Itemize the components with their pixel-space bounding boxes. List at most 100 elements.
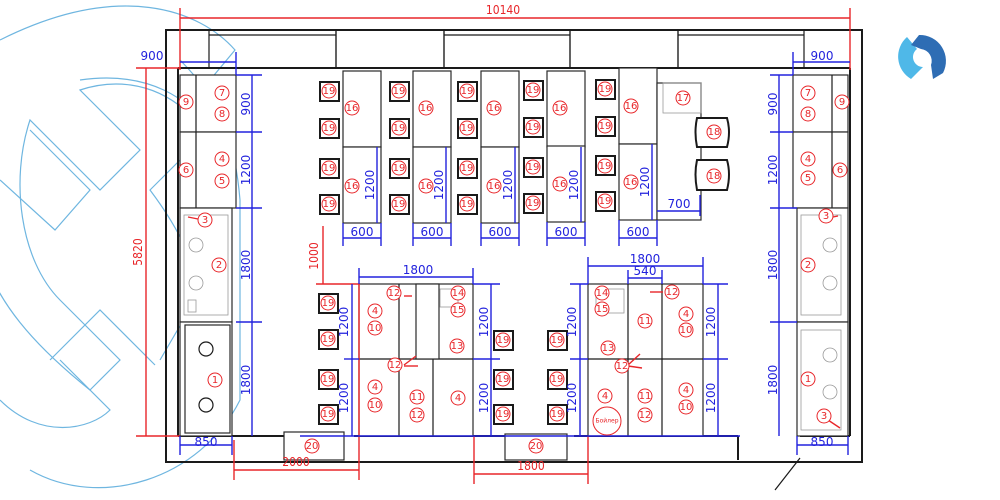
marker-circle <box>597 81 613 97</box>
dim-left-bottom-850: 850 <box>195 435 218 449</box>
marker-circle <box>706 168 722 184</box>
marker-number: 11 <box>639 316 652 327</box>
dim-right-1800-a: 1800 <box>766 250 780 281</box>
marker-circle <box>486 100 502 116</box>
marker-number: 19 <box>461 163 474 174</box>
marker-circle <box>304 438 320 454</box>
marker-circle <box>525 119 541 135</box>
door-leaf <box>774 457 801 491</box>
marker-7: 7 <box>800 85 816 101</box>
marker-number: 19 <box>551 374 564 385</box>
dim-right-island-1800: 1800 <box>630 252 661 266</box>
marker-16: 16 <box>552 100 568 116</box>
dim-island-row-1200: 1200 <box>337 307 351 338</box>
marker-circle <box>800 371 816 387</box>
dim-table-600: 600 <box>351 225 374 239</box>
marker-number: 2 <box>805 260 811 271</box>
marker-circle <box>549 332 565 348</box>
marker-number: 19 <box>527 198 540 209</box>
marker-19: 19 <box>525 159 541 175</box>
marker-circle <box>818 208 834 224</box>
marker-circle <box>678 322 694 338</box>
dim-table-1200: 1200 <box>432 170 446 201</box>
marker-circle <box>495 332 511 348</box>
marker-11: 11 <box>409 389 425 405</box>
marker-number: 19 <box>497 409 510 420</box>
marker-circle <box>449 338 465 354</box>
marker-circle <box>450 302 466 318</box>
marker-number: 12 <box>389 360 402 371</box>
marker-circle <box>800 85 816 101</box>
marker-3: 3 <box>816 408 832 424</box>
marker-number: 19 <box>323 199 336 210</box>
marker-19: 19 <box>321 120 337 136</box>
boiler: Бойлер <box>592 406 622 436</box>
marker-20: 20 <box>304 438 320 454</box>
marker-number: 4 <box>372 306 378 317</box>
marker-circle <box>214 173 230 189</box>
marker-circle <box>391 120 407 136</box>
marker-circle <box>549 406 565 422</box>
dim-table-1200: 1200 <box>363 170 377 201</box>
marker-circle <box>597 158 613 174</box>
marker-19: 19 <box>597 118 613 134</box>
marker-circle <box>387 357 403 373</box>
marker-number: 15 <box>596 304 609 315</box>
marker-number: 11 <box>411 392 424 403</box>
marker-circle <box>321 160 337 176</box>
marker-16: 16 <box>344 100 360 116</box>
marker-3: 3 <box>197 212 213 228</box>
marker-number: 16 <box>488 103 501 114</box>
dim-bottom-center-1800: 1800 <box>517 459 545 473</box>
marker-number: 4 <box>683 309 689 320</box>
dim-island-row-1200: 1200 <box>704 307 718 338</box>
marker-number: 14 <box>452 288 465 299</box>
marker-number: 18 <box>708 171 721 182</box>
marker-19: 19 <box>391 196 407 212</box>
dim-table-600: 600 <box>627 225 650 239</box>
marker-circle <box>678 382 694 398</box>
marker-19: 19 <box>549 371 565 387</box>
marker-number: 12 <box>639 410 652 421</box>
marker-circle <box>800 257 816 273</box>
marker-number: 19 <box>527 122 540 133</box>
marker-number: 13 <box>451 341 464 352</box>
marker-9: 9 <box>178 94 194 110</box>
marker-circle <box>637 407 653 423</box>
marker-16: 16 <box>486 100 502 116</box>
marker-12: 12 <box>409 407 425 423</box>
marker-number: 8 <box>219 109 225 120</box>
marker-circle <box>214 106 230 122</box>
marker-12: 12 <box>614 358 630 374</box>
marker-6: 6 <box>832 162 848 178</box>
marker-number: 19 <box>393 123 406 134</box>
marker-number: 16 <box>346 181 359 192</box>
marker-number: 19 <box>599 161 612 172</box>
marker-13: 13 <box>600 340 616 356</box>
dim-left-1200: 1200 <box>239 155 253 186</box>
marker-circle <box>597 193 613 209</box>
marker-number: 20 <box>306 441 319 452</box>
marker-number: 19 <box>322 409 335 420</box>
marker-8: 8 <box>800 106 816 122</box>
marker-5: 5 <box>214 173 230 189</box>
marker-circle <box>678 399 694 415</box>
marker-circle <box>525 195 541 211</box>
burner <box>198 397 214 413</box>
marker-number: 6 <box>837 165 843 176</box>
dim-left-900: 900 <box>239 93 253 116</box>
marker-circle <box>549 371 565 387</box>
marker-number: 19 <box>461 123 474 134</box>
marker-16: 16 <box>344 178 360 194</box>
marker-19: 19 <box>525 82 541 98</box>
marker-circle <box>637 388 653 404</box>
marker-circle <box>344 100 360 116</box>
dim-total-width: 10140 <box>486 3 520 17</box>
marker-18: 18 <box>706 168 722 184</box>
dim-island-row-1200: 1200 <box>704 383 718 414</box>
marker-16: 16 <box>623 174 639 190</box>
leader-lines <box>187 215 841 429</box>
marker-19: 19 <box>321 160 337 176</box>
marker-number: 19 <box>323 163 336 174</box>
marker-number: 19 <box>323 123 336 134</box>
